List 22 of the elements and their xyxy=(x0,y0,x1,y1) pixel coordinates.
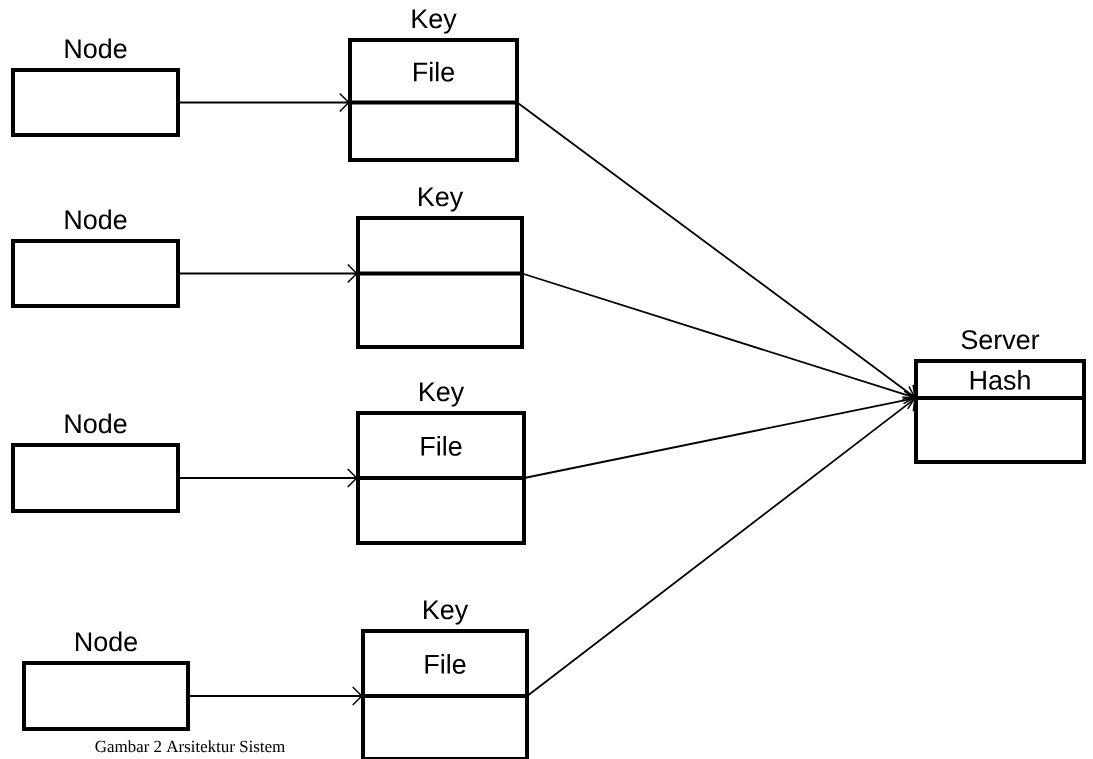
box-heading: Node xyxy=(65,413,127,434)
box-heading: Node xyxy=(65,38,127,59)
arrow xyxy=(523,390,916,479)
box-label: File xyxy=(421,436,462,456)
box-heading: Key xyxy=(420,382,465,407)
arrow xyxy=(177,468,358,488)
box-heading: Server xyxy=(961,330,1040,350)
box-label: Hash xyxy=(970,370,1030,390)
arrow xyxy=(516,101,916,400)
caption: Gambar 2 Arsitektur Sistem xyxy=(95,740,285,753)
box-heading: Node xyxy=(76,631,137,652)
arrow xyxy=(177,263,358,284)
box-heading: Key xyxy=(419,187,464,212)
box-heading: Key xyxy=(424,600,469,625)
box-heading: Key xyxy=(412,9,457,34)
arrow xyxy=(177,92,350,113)
arrow xyxy=(526,396,916,697)
box-heading: Node xyxy=(65,209,127,230)
box-label: File xyxy=(414,61,454,82)
box-label: File xyxy=(425,654,466,674)
arrow xyxy=(187,686,363,706)
arrow xyxy=(521,272,916,405)
